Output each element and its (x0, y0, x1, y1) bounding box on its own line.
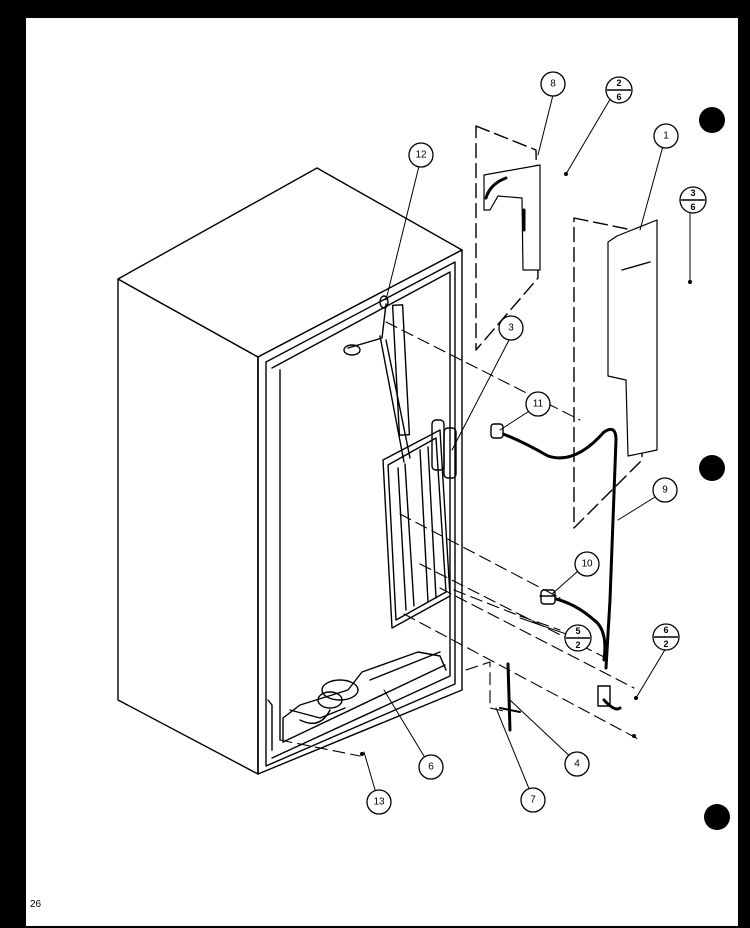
exploded-view-dashed-lines (279, 321, 641, 757)
svg-text:4: 4 (574, 759, 580, 770)
svg-text:12: 12 (415, 150, 427, 161)
page-number: 26 (30, 899, 42, 910)
svg-text:9: 9 (662, 485, 668, 496)
svg-text:2: 2 (663, 639, 668, 649)
callout-3: 3 (498, 315, 524, 341)
machine-compartment (282, 651, 447, 743)
callout-1: 1 (653, 123, 679, 149)
svg-text:6: 6 (616, 92, 621, 102)
callout-7: 7 (520, 787, 546, 813)
svg-text:6: 6 (663, 625, 668, 635)
part-8-back-panel (475, 125, 541, 351)
svg-text:3: 3 (508, 323, 514, 334)
svg-text:7: 7 (530, 795, 536, 806)
part-9-condenser-tube (496, 427, 622, 711)
callout-12: 12 (408, 142, 434, 168)
coil-top-tubing (343, 295, 411, 463)
svg-text:10: 10 (581, 559, 593, 570)
fraction-callout-2-6: 2 6 (605, 76, 633, 104)
part-4-bracket (499, 662, 521, 732)
callout-10: 10 (574, 551, 600, 577)
part-1-back-panel (573, 217, 658, 529)
svg-text:13: 13 (373, 797, 385, 808)
refrigerator-cabinet (117, 167, 463, 775)
svg-text:5: 5 (575, 626, 580, 636)
callout-11: 11 (525, 391, 551, 417)
callout-6: 6 (418, 754, 444, 780)
condenser-coil (382, 304, 457, 629)
svg-text:2: 2 (575, 640, 580, 650)
svg-text:3: 3 (690, 188, 695, 198)
callout-4: 4 (564, 751, 590, 777)
callout-9: 9 (652, 477, 678, 503)
svg-text:2: 2 (616, 78, 621, 88)
svg-text:11: 11 (533, 399, 544, 410)
callout-13: 13 (366, 789, 392, 815)
callout-8: 8 (540, 71, 566, 97)
svg-text:1: 1 (663, 131, 669, 142)
svg-text:6: 6 (690, 202, 695, 212)
part-11-fitting (490, 423, 504, 439)
binder-holes (699, 107, 730, 830)
fraction-callout-5-2: 5 2 (564, 624, 592, 652)
svg-text:6: 6 (428, 762, 434, 773)
callout-leaders (363, 94, 691, 801)
fraction-callout-3-6: 3 6 (679, 186, 707, 214)
svg-text:8: 8 (550, 79, 556, 90)
fraction-callout-6-2: 6 2 (652, 623, 680, 651)
